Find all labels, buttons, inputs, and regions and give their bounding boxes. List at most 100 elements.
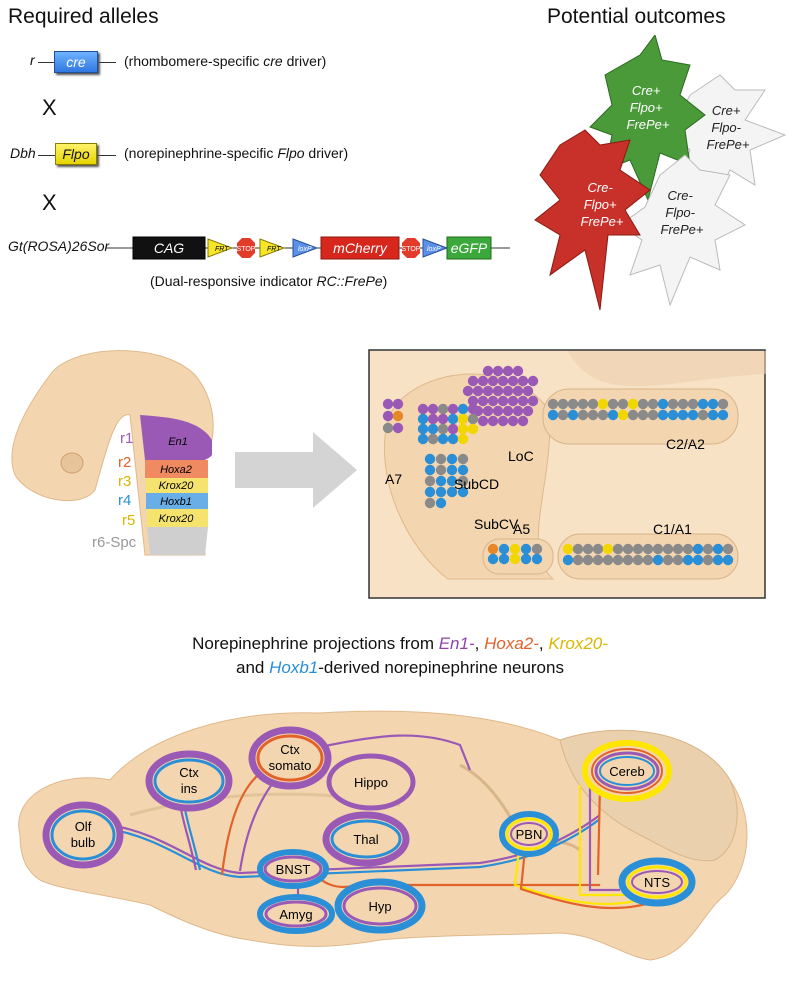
- cell-cre-neg-flpo-pos: [534, 129, 651, 311]
- neuron-dot: [446, 453, 458, 465]
- potential-outcomes-title: Potential outcomes: [547, 5, 726, 28]
- neuron-dot: [424, 464, 436, 476]
- neuron-dot: [509, 543, 521, 555]
- neuron-dot: [657, 398, 669, 410]
- hippo-label: Hippo: [354, 775, 388, 790]
- neuron-dot: [547, 398, 559, 410]
- neuron-dot: [477, 415, 489, 427]
- neuron-dot: [562, 554, 574, 566]
- neuron-dot: [682, 543, 694, 555]
- region-ctx-somato: [248, 726, 332, 790]
- neuron-dot: [435, 475, 447, 487]
- neuron-dot: [446, 475, 458, 487]
- neuron-dot: [457, 453, 469, 465]
- flpo-locus-label: Dbh: [10, 145, 36, 161]
- loxp-label-2: loxP: [427, 246, 441, 253]
- nucleus-c1a1-label: C1/A1: [653, 521, 692, 537]
- neuron-dot: [520, 553, 532, 565]
- nucleus-a7-label: A7: [385, 471, 402, 487]
- neuron-dot: [612, 554, 624, 566]
- band-r5: [147, 509, 208, 527]
- label-r3: r3: [118, 473, 131, 490]
- neuron-dot: [622, 543, 634, 555]
- neuron-dot: [707, 409, 719, 421]
- neuron-dot: [597, 409, 609, 421]
- neuron-dot: [512, 405, 524, 417]
- svg-text:Krox20: Krox20: [159, 513, 195, 525]
- label-r4: r4: [118, 492, 131, 509]
- neuron-dot: [527, 375, 539, 387]
- cag-label: CAG: [154, 240, 184, 256]
- neuron-dot: [637, 409, 649, 421]
- projections-title-line2: and Hoxb1-derived norepinephrine neurons: [236, 658, 564, 677]
- neuron-dot: [477, 395, 489, 407]
- neuron-dot: [467, 413, 479, 425]
- neuron-dot: [507, 395, 519, 407]
- band-r1: [140, 415, 212, 463]
- label-r6-spc: r6-Spc: [92, 534, 137, 551]
- neuron-dot: [492, 365, 504, 377]
- embryo-eye: [60, 452, 84, 474]
- cre-description: (rhombomere-specific cre driver): [124, 53, 327, 69]
- neuron-dot: [647, 409, 659, 421]
- neuron-dot: [467, 403, 479, 415]
- neuron-dot: [392, 422, 404, 434]
- cre-locus-label: r: [30, 52, 35, 68]
- neuron-dot: [382, 410, 394, 422]
- neuron-dot: [652, 554, 664, 566]
- white-cell-1-label: Cre+ Flpo- FrePe+: [707, 103, 750, 152]
- neuron-dot: [392, 398, 404, 410]
- white-cell-2-label: Cre- Flpo- FrePe+: [661, 188, 704, 237]
- neuron-dot: [722, 543, 734, 555]
- cross-mark-1: X: [42, 95, 57, 120]
- neuron-dot: [577, 409, 589, 421]
- neuron-dot: [446, 464, 458, 476]
- neuron-dot: [457, 464, 469, 476]
- loxp-label-1: loxP: [298, 246, 312, 253]
- neuron-dot: [557, 398, 569, 410]
- neuron-dot: [437, 433, 449, 445]
- rosa-locus-label: Gt(ROSA)26Sor: [8, 238, 110, 254]
- neuron-dot: [657, 409, 669, 421]
- region-nts: [618, 857, 696, 907]
- neuron-dot: [382, 398, 394, 410]
- neuron-dot: [517, 415, 529, 427]
- flpo-description: (norepinephrine-specific Flpo driver): [124, 145, 349, 161]
- neuron-dot: [487, 543, 499, 555]
- neuron-dot: [447, 423, 459, 435]
- neuron-dot: [457, 486, 469, 498]
- neuron-dot: [507, 375, 519, 387]
- neuron-dot: [437, 413, 449, 425]
- region-bnst: [257, 849, 329, 889]
- label-r5: r5: [122, 512, 135, 529]
- neuron-dot: [567, 409, 579, 421]
- neuron-dot: [487, 553, 499, 565]
- neuron-dot: [447, 433, 459, 445]
- neuron-dot: [517, 395, 529, 407]
- neuron-dot: [632, 554, 644, 566]
- neuron-dot: [717, 398, 729, 410]
- neuron-dot: [577, 398, 589, 410]
- neuron-dot: [502, 385, 514, 397]
- neuron-dot: [642, 543, 654, 555]
- mcherry-label: mCherry: [333, 240, 388, 256]
- neuron-dot: [417, 403, 429, 415]
- neuron-dot: [417, 433, 429, 445]
- neuron-dot: [667, 409, 679, 421]
- neuron-dot: [435, 464, 447, 476]
- neuron-dot: [717, 409, 729, 421]
- neuron-dot: [497, 395, 509, 407]
- neuron-dot: [707, 398, 719, 410]
- neuron-dot: [712, 543, 724, 555]
- neuron-dot: [607, 409, 619, 421]
- neuron-dot: [647, 398, 659, 410]
- required-alleles-title: Required alleles: [8, 5, 159, 28]
- neuron-dot: [692, 554, 704, 566]
- neuron-dot: [424, 486, 436, 498]
- neuron-dot: [467, 375, 479, 387]
- neuron-dot: [587, 409, 599, 421]
- neuron-dot: [497, 375, 509, 387]
- neuron-dot: [447, 403, 459, 415]
